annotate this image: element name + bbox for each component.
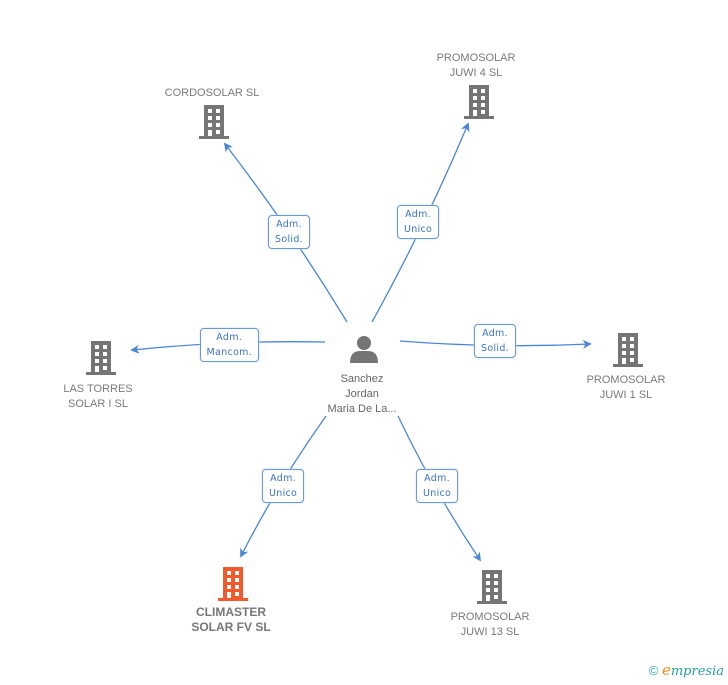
company-node[interactable]: PROMOSOLAR JUWI 4 SL [416,51,536,81]
company-node[interactable]: CORDOSOLAR SL [152,86,272,101]
building-icon[interactable] [477,570,507,604]
company-name-line: CORDOSOLAR SL [164,87,260,99]
role-text-line: Adm. [482,328,508,339]
company-name-line: JUWI 13 SL [460,626,520,638]
person-name-line: Sanchez [340,373,384,385]
role-text-line: Adm. [405,209,431,220]
company-name-line: JUWI 1 SL [599,389,653,401]
role-text-line: Unico [404,224,433,235]
role-badge[interactable]: Adm. Solid. [268,215,310,249]
role-badge[interactable]: Adm. Solid. [474,324,516,358]
copyright-icon: © [648,663,659,678]
role-badge[interactable]: Adm. Unico [262,469,305,503]
building-icon[interactable] [218,567,248,601]
brand-rest: mpresia [670,664,724,679]
person-icon[interactable] [350,336,378,363]
company-name-line: LAS TORRES [63,383,133,395]
role-text-line: Unico [269,488,298,499]
company-name-line: SOLAR FV SL [191,620,271,634]
role-badge[interactable]: Adm. Mancom. [199,328,259,362]
company-node[interactable]: PROMOSOLAR JUWI 13 SL [430,610,550,640]
role-text-line: Mancom. [206,347,252,358]
empresia-logo[interactable]: © empresia [649,661,724,679]
company-name-line: JUWI 4 SL [449,67,503,79]
company-name-line: PROMOSOLAR [450,611,530,623]
role-text-line: Adm. [276,219,302,230]
company-node[interactable]: PROMOSOLAR JUWI 1 SL [566,373,686,403]
role-text-line: Adm. [216,332,243,343]
building-icon[interactable] [86,341,116,375]
company-name-line: PROMOSOLAR [436,52,516,64]
role-text-line: Adm. [270,473,296,484]
person-name-line: Maria De La... [327,403,397,415]
company-node[interactable]: LAS TORRES SOLAR I SL [38,382,158,412]
role-text-line: Solid. [275,234,303,245]
role-text-line: Solid. [481,343,509,354]
building-icon[interactable] [613,333,643,367]
company-name-line: PROMOSOLAR [586,374,666,386]
company-name-line: CLIMASTER [196,605,266,619]
brand-initial: e [661,661,671,679]
role-badge[interactable]: Adm. Unico [397,205,440,239]
role-text-line: Adm. [424,473,450,484]
role-text-line: Unico [423,488,452,499]
building-icon[interactable] [199,105,229,139]
building-icon[interactable] [464,85,494,119]
person-name-line: Jordan [345,388,379,400]
company-name-line: SOLAR I SL [68,398,128,410]
role-badge[interactable]: Adm. Unico [416,469,459,503]
